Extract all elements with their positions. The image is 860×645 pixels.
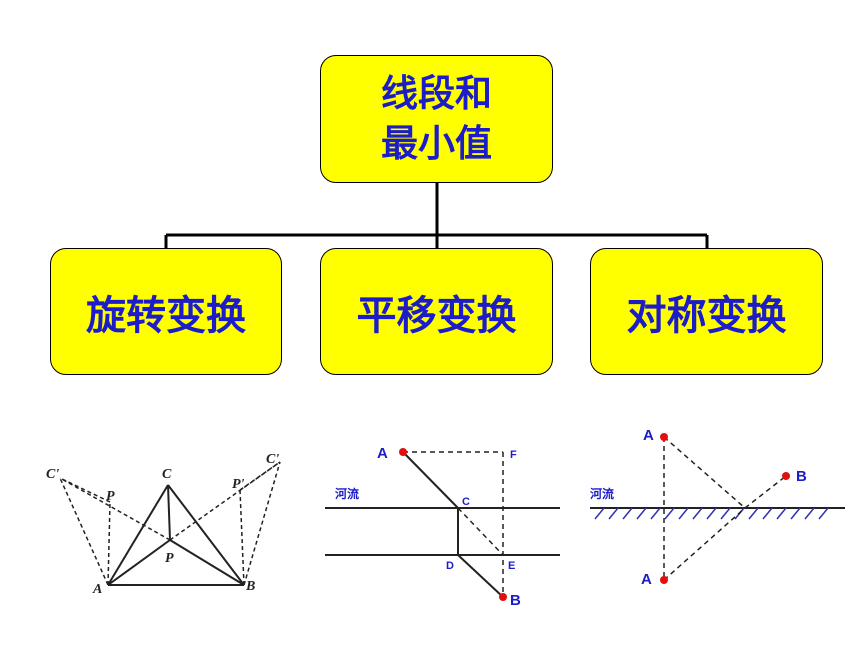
fig2-label-c: C [462,496,470,508]
hatch-mark [692,507,703,520]
fig3-label-b: B [796,468,807,485]
hatch-mark [706,507,717,520]
hatch-mark [678,507,689,520]
riverbank-hatching [594,507,829,520]
fig1-label-a: A [92,582,102,597]
fig3-point-a-bottom [660,576,668,584]
fig1-label-c: C [162,467,172,482]
branch-translation: 平移变换 [320,248,553,375]
root-line-1: 线段和 [381,72,492,115]
fig3-point-a-top [660,433,668,441]
hatch-mark [720,507,731,520]
branch-rotation: 旋转变换 [50,248,282,375]
fig1-label-c-prime-right: C' [266,452,279,467]
hatch-mark [818,507,829,520]
hatch-mark [622,507,633,520]
fig2-label-d: D [446,560,454,572]
hatch-mark [664,507,675,520]
hatch-mark [762,507,773,520]
fig1-label-p: P [165,551,174,566]
branch-reflection: 对称变换 [590,248,823,375]
root-node: 线段和 最小值 [320,55,553,183]
fig2-label-a: A [377,445,388,462]
hatch-mark [748,507,759,520]
fig2-point-a [399,448,407,456]
fig3-point-b [782,472,790,480]
hatch-mark [636,507,647,520]
fig2-label-e: E [508,560,515,572]
fig1-label-p-left: P [106,489,115,504]
hatch-mark [650,507,661,520]
hatch-mark [804,507,815,520]
fig3-river-label: 河流 [589,486,614,501]
fig2-point-b [499,593,507,601]
fig2-label-f: F [510,449,517,461]
fig3-label-a-bottom: A [641,571,652,588]
fig1-label-b: B [245,579,255,594]
fig2-label-b: B [510,592,521,609]
hatch-mark [608,507,619,520]
fig1-label-c-prime-left: C' [46,467,59,482]
hatch-mark [776,507,787,520]
fig2-river-label: 河流 [334,486,359,501]
hatch-mark [790,507,801,520]
fig1-label-p-prime: P' [232,477,245,492]
hatch-mark [594,507,605,520]
root-line-2: 最小值 [381,122,492,165]
fig3-label-a-top: A [643,427,654,444]
